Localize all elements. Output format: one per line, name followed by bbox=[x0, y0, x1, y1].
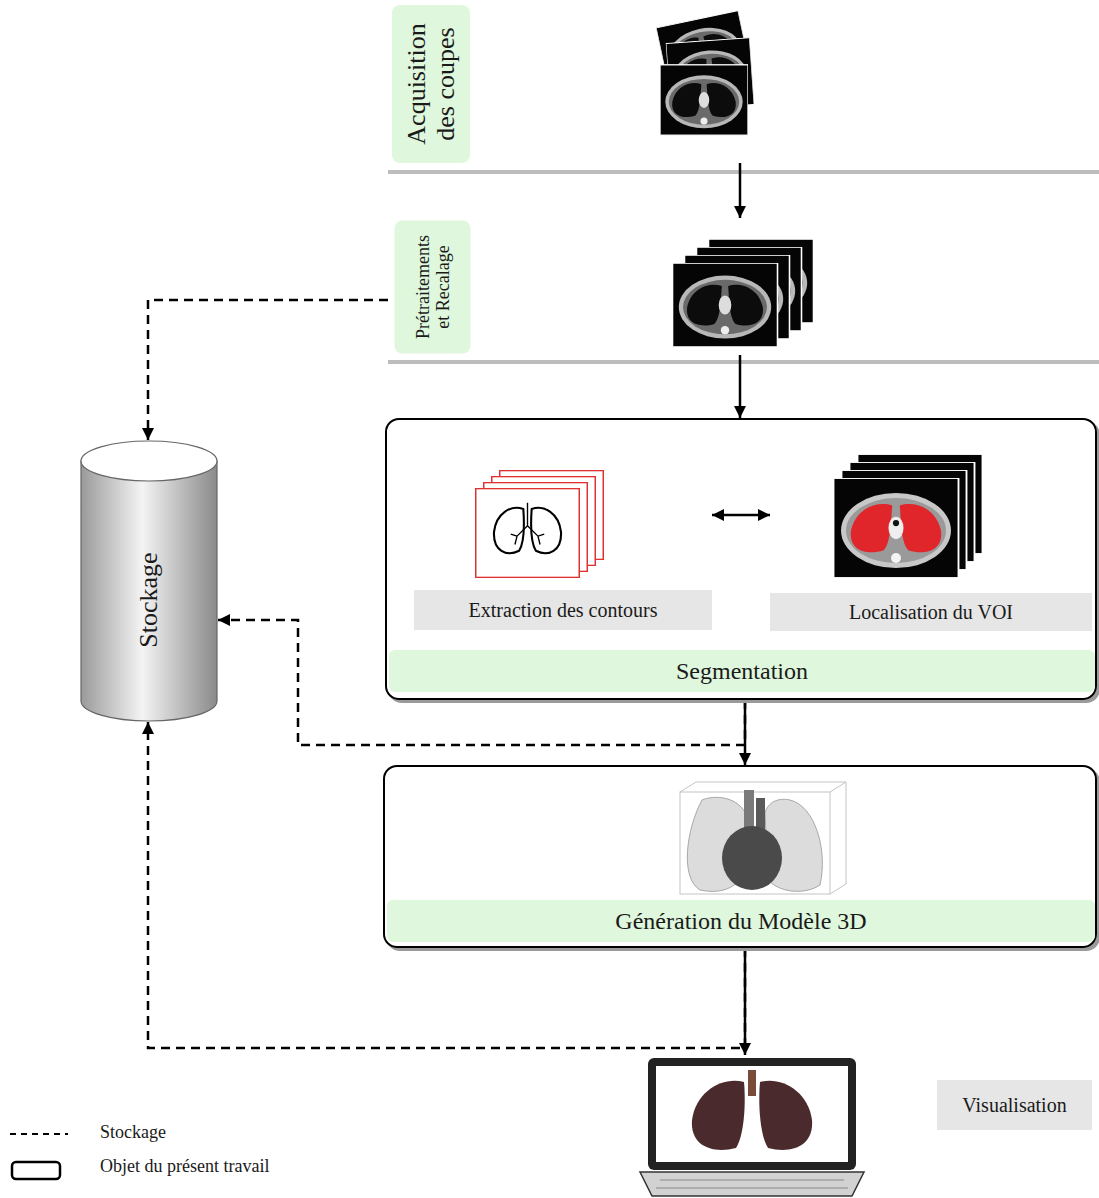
legend-text: Stockage bbox=[100, 1122, 166, 1144]
model-3d bbox=[680, 782, 846, 894]
flow-arrow bbox=[712, 514, 770, 517]
stage-band: Prétraitements et Recalage bbox=[388, 218, 1099, 355]
section-title: Génération du Modèle 3D bbox=[387, 900, 1095, 942]
work-box: Génération du Modèle 3D bbox=[383, 765, 1097, 948]
laptop bbox=[640, 1058, 864, 1196]
ct-slices bbox=[673, 239, 814, 347]
step-caption: Visualisation bbox=[937, 1080, 1092, 1130]
legend-sample bbox=[12, 1162, 60, 1179]
display-panel: Visualisation bbox=[640, 1055, 1092, 1195]
legend-sample bbox=[10, 1133, 68, 1135]
storage-connector bbox=[148, 300, 388, 440]
stage-label: Acquisition des coupes bbox=[392, 5, 470, 163]
section-title: Segmentation bbox=[389, 650, 1095, 692]
voi-slices bbox=[834, 454, 983, 578]
work-box: Segmentation Extraction des contours Local… bbox=[385, 418, 1097, 700]
step-caption: Extraction des contours bbox=[414, 590, 712, 630]
legend-text: Objet du présent travail bbox=[100, 1156, 269, 1178]
storage-cylinder: Stockage bbox=[80, 440, 218, 722]
storage-connector bbox=[148, 722, 745, 1048]
separator bbox=[388, 170, 1099, 174]
flow-arrow bbox=[739, 163, 742, 218]
process-box: Localisation du VOI bbox=[770, 447, 1092, 630]
separator bbox=[388, 360, 1099, 364]
contour-pages bbox=[476, 471, 604, 578]
ct-slices bbox=[656, 10, 754, 135]
flow-arrow bbox=[739, 355, 742, 418]
stage-band: Acquisition des coupes bbox=[388, 5, 1099, 163]
storage-label: Stockage bbox=[80, 495, 218, 705]
stage-label: Prétraitements et Recalage bbox=[394, 220, 470, 353]
step-caption: Localisation du VOI bbox=[770, 593, 1092, 631]
process-box: Extraction des contours bbox=[414, 460, 712, 630]
